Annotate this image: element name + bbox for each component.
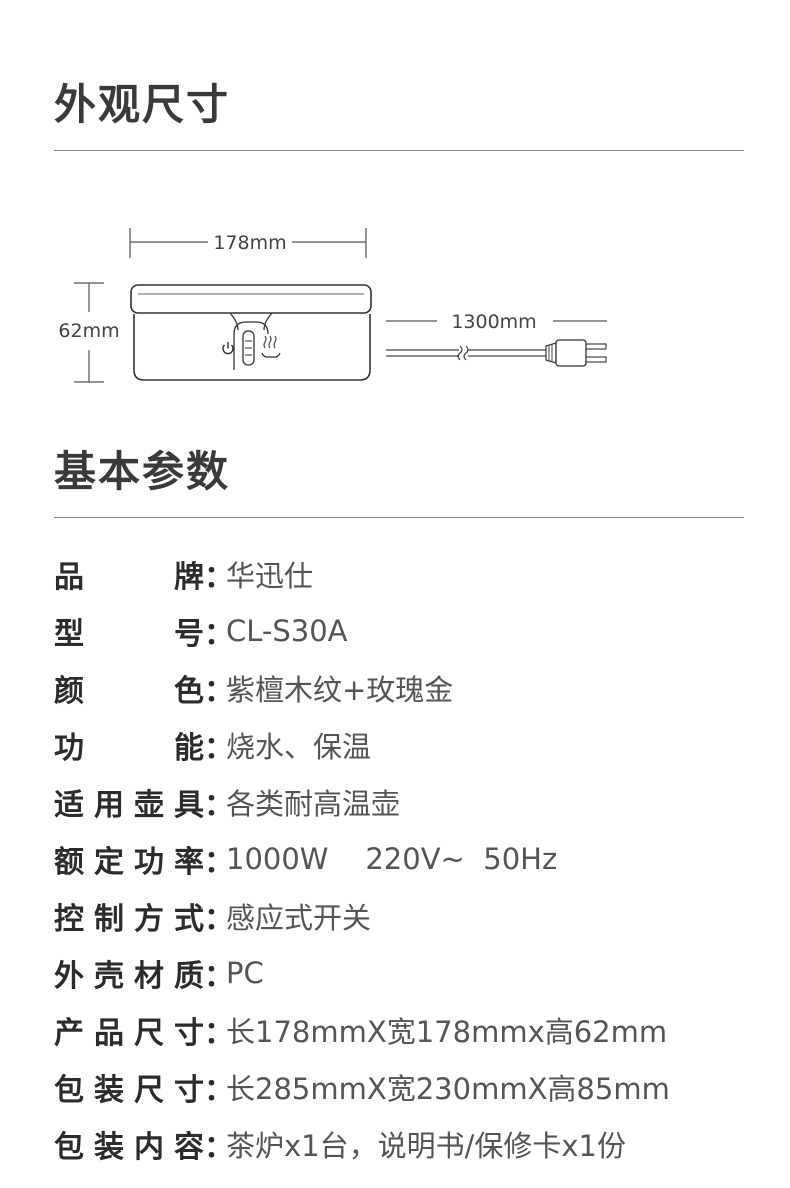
spec-label: 颜色 bbox=[54, 666, 204, 710]
spec-value: PC bbox=[226, 955, 264, 990]
spec-label-char: 品 bbox=[94, 1015, 124, 1051]
spec-label-char: 包 bbox=[54, 1129, 84, 1165]
spec-colon: ： bbox=[204, 1072, 234, 1108]
spec-row: 品牌：华迅仕 bbox=[54, 545, 754, 602]
spec-colon: ： bbox=[204, 844, 234, 880]
spec-colon: ： bbox=[204, 1015, 234, 1051]
spec-label-char: 式 bbox=[174, 901, 204, 937]
spec-label-char: 功 bbox=[134, 844, 164, 880]
spec-label-char: 装 bbox=[94, 1129, 124, 1165]
spec-label-char: 率 bbox=[174, 844, 204, 880]
spec-label-char: 具 bbox=[174, 787, 204, 823]
plug-icon bbox=[545, 339, 607, 367]
spec-row: 产品尺寸：长178mmX宽178mmx高62mm bbox=[54, 1001, 754, 1058]
spec-label: 品牌 bbox=[54, 552, 204, 596]
spec-row: 额定功率：1000W 220V~ 50Hz bbox=[54, 830, 754, 887]
spec-label: 外壳材质 bbox=[54, 951, 204, 995]
height-dimension: 62mm bbox=[58, 282, 120, 383]
params-divider bbox=[54, 517, 744, 518]
spec-value: 华迅仕 bbox=[226, 558, 314, 593]
height-label: 62mm bbox=[58, 320, 119, 342]
spec-label: 包装内容 bbox=[54, 1122, 204, 1166]
spec-colon: ： bbox=[204, 673, 234, 709]
spec-label-char: 包 bbox=[54, 1072, 84, 1108]
spec-row: 颜色：紫檀木纹+玫瑰金 bbox=[54, 659, 754, 716]
spec-label-char: 寸 bbox=[174, 1015, 204, 1051]
spec-label-char: 质 bbox=[174, 958, 204, 994]
spec-colon: ： bbox=[204, 901, 234, 937]
width-label: 178mm bbox=[213, 232, 286, 254]
spec-colon: ： bbox=[204, 958, 234, 994]
spec-label-char: 材 bbox=[134, 958, 164, 994]
dimension-diagram: 178mm 62mm 1300mm bbox=[58, 228, 607, 383]
spec-label-char: 品 bbox=[54, 559, 84, 595]
spec-value: CL-S30A bbox=[226, 613, 348, 648]
spec-value: 烧水、保温 bbox=[226, 729, 372, 764]
spec-value: 1000W 220V~ 50Hz bbox=[226, 841, 558, 876]
spec-label-char: 功 bbox=[54, 730, 84, 766]
dimensions-title: 外观尺寸 bbox=[54, 80, 231, 129]
spec-value: 茶炉x1台，说明书/保修卡x1份 bbox=[226, 1128, 626, 1163]
spec-row: 型号：CL-S30A bbox=[54, 602, 754, 659]
spec-value: 长178mmX宽178mmx高62mm bbox=[226, 1014, 668, 1049]
spec-label-char: 产 bbox=[54, 1015, 84, 1051]
spec-label-char: 牌 bbox=[174, 559, 204, 595]
spec-value: 紫檀木纹+玫瑰金 bbox=[226, 672, 454, 707]
spec-value: 各类耐高温壶 bbox=[226, 786, 401, 821]
spec-colon: ： bbox=[204, 616, 234, 652]
spec-label-char: 控 bbox=[54, 901, 84, 937]
spec-value: 感应式开关 bbox=[226, 900, 372, 935]
spec-label: 控制方式 bbox=[54, 894, 204, 938]
spec-colon: ： bbox=[204, 787, 234, 823]
spec-label-char: 号 bbox=[174, 616, 204, 652]
spec-label-char: 颜 bbox=[54, 673, 84, 709]
spec-row: 外壳材质：PC bbox=[54, 944, 754, 1001]
spec-label-char: 方 bbox=[134, 901, 164, 937]
spec-label: 功能 bbox=[54, 723, 204, 767]
spec-label-char: 尺 bbox=[134, 1072, 164, 1108]
spec-label-char: 尺 bbox=[134, 1015, 164, 1051]
spec-label: 额定功率 bbox=[54, 837, 204, 881]
spec-label-char: 装 bbox=[94, 1072, 124, 1108]
spec-label: 包装尺寸 bbox=[54, 1065, 204, 1109]
spec-label-char: 适 bbox=[54, 787, 84, 823]
spec-label-char: 型 bbox=[54, 616, 84, 652]
spec-row: 适用壶具：各类耐高温壶 bbox=[54, 773, 754, 830]
spec-label-char: 能 bbox=[174, 730, 204, 766]
spec-colon: ： bbox=[204, 559, 234, 595]
device-outline bbox=[130, 284, 372, 381]
width-dimension: 178mm bbox=[129, 228, 367, 258]
cord-label: 1300mm bbox=[451, 311, 536, 333]
spec-row: 包装内容：茶炉x1台，说明书/保修卡x1份 bbox=[54, 1115, 754, 1172]
spec-label-char: 外 bbox=[54, 958, 84, 994]
spec-value: 长285mmX宽230mmX高85mm bbox=[226, 1071, 670, 1106]
spec-label-char: 制 bbox=[94, 901, 124, 937]
cord-dimension: 1300mm bbox=[386, 311, 607, 333]
power-icon bbox=[222, 342, 234, 355]
spec-label-char: 色 bbox=[174, 673, 204, 709]
params-title: 基本参数 bbox=[54, 447, 231, 496]
spec-label: 适用壶具 bbox=[54, 780, 204, 824]
spec-label-char: 壶 bbox=[134, 787, 164, 823]
spec-label: 型号 bbox=[54, 609, 204, 653]
spec-row: 控制方式：感应式开关 bbox=[54, 887, 754, 944]
spec-row: 功能：烧水、保温 bbox=[54, 716, 754, 773]
spec-label-char: 寸 bbox=[174, 1072, 204, 1108]
spec-label: 产品尺寸 bbox=[54, 1008, 204, 1052]
spec-label-char: 额 bbox=[54, 844, 84, 880]
spec-row: 包装尺寸：长285mmX宽230mmX高85mm bbox=[54, 1058, 754, 1115]
spec-label-char: 定 bbox=[94, 844, 124, 880]
spec-colon: ： bbox=[204, 730, 234, 766]
spec-label-char: 容 bbox=[174, 1129, 204, 1165]
steam-heat-icon bbox=[261, 335, 281, 358]
spec-label-char: 内 bbox=[134, 1129, 164, 1165]
spec-label-char: 壳 bbox=[94, 958, 124, 994]
dimensions-divider bbox=[54, 150, 744, 151]
spec-colon: ： bbox=[204, 1129, 234, 1165]
power-cord bbox=[386, 345, 546, 361]
spec-label-char: 用 bbox=[94, 787, 124, 823]
